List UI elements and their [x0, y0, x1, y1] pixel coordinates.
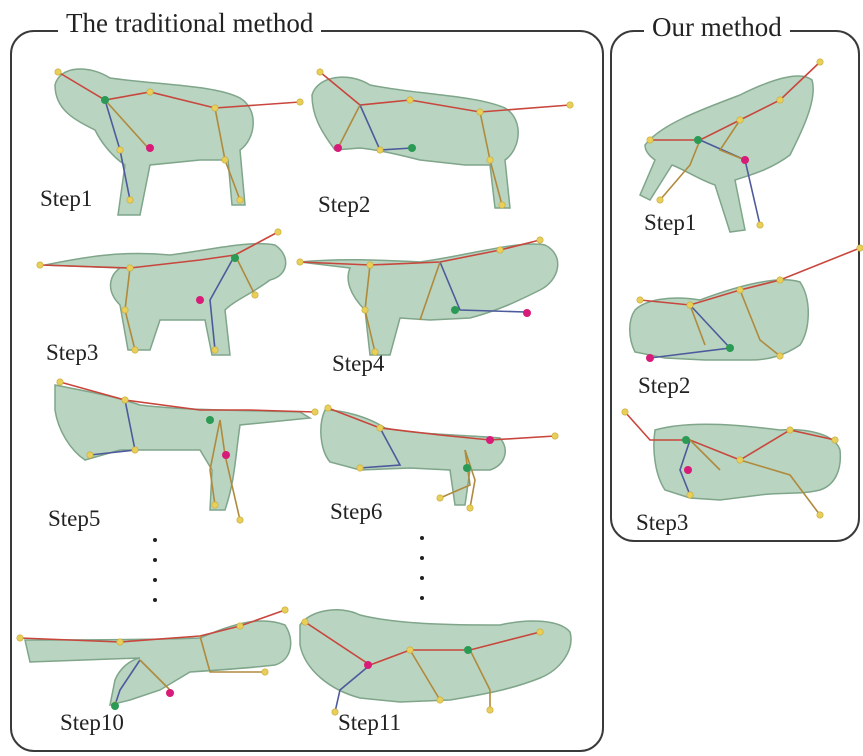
step-label: Step1 [40, 186, 92, 212]
step-label: Step4 [332, 351, 384, 377]
our-step3-tiger [622, 409, 841, 518]
our-step2-tiger [630, 245, 863, 362]
trad-step3-tiger [37, 229, 286, 355]
our-step1-tiger [640, 59, 823, 232]
step-label: Step5 [48, 506, 100, 532]
step-label: Step1 [644, 210, 696, 236]
trad-step4-tiger [297, 237, 558, 355]
trad-step11-tiger [300, 610, 571, 715]
step-label: Step3 [636, 510, 688, 536]
step-label: Step2 [318, 192, 370, 218]
trad-step6-tiger [321, 405, 558, 511]
trad-step10-tiger [17, 607, 291, 710]
ellipsis-left [150, 535, 160, 605]
ellipsis-right [417, 533, 427, 603]
trad-step5-tiger [55, 379, 318, 523]
step-label: Step11 [338, 710, 401, 736]
step-label: Step3 [46, 340, 98, 366]
step-label: Step6 [330, 499, 382, 525]
step-label: Step2 [638, 373, 690, 399]
step-label: Step10 [60, 710, 124, 736]
trad-step2-tiger [312, 69, 573, 208]
